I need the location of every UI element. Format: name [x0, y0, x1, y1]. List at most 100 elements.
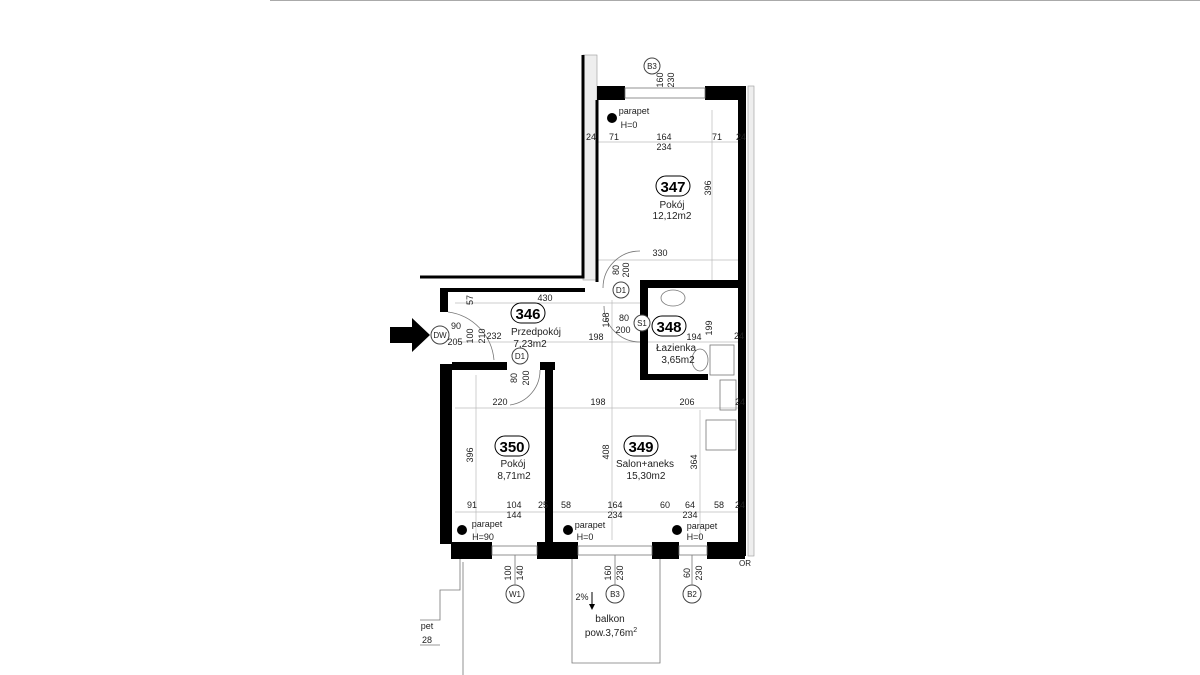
door-swings — [447, 250, 641, 406]
svg-text:24: 24 — [735, 397, 745, 407]
marker-w1: W1 — [505, 584, 525, 604]
room-area: 15,30m2 — [627, 471, 666, 482]
svg-text:parapet: parapet — [687, 521, 718, 531]
svg-text:364: 364 — [689, 454, 699, 469]
room-name: Pokój — [500, 459, 525, 470]
svg-text:H=0: H=0 — [577, 532, 594, 542]
room-number: 348 — [656, 319, 681, 336]
svg-text:160: 160 — [603, 565, 613, 580]
svg-text:234: 234 — [682, 510, 697, 520]
svg-text:234: 234 — [656, 142, 671, 152]
opening-markers: B3 D1 DW D1 S1 W1 B3 B2 — [430, 57, 702, 604]
svg-text:232: 232 — [486, 331, 501, 341]
svg-text:DW: DW — [433, 331, 447, 340]
svg-text:164: 164 — [656, 132, 671, 142]
svg-text:71: 71 — [712, 132, 722, 142]
svg-text:H=0: H=0 — [687, 532, 704, 542]
balcony[interactable]: 2% balkon pow.3,76m2 — [575, 592, 637, 639]
svg-text:230: 230 — [666, 72, 676, 87]
room-349[interactable]: 349 Salon+aneks 15,30m2 — [616, 435, 674, 482]
room-346[interactable]: 346 Przedpokój 7,23m2 — [510, 302, 561, 350]
svg-text:210: 210 — [477, 328, 487, 343]
room-area: 12,12m2 — [653, 211, 692, 222]
svg-text:24: 24 — [735, 500, 745, 510]
room-area: 7,23m2 — [513, 339, 547, 350]
svg-text:91: 91 — [467, 500, 477, 510]
walls — [420, 54, 755, 675]
marker-d1-top: D1 — [612, 281, 630, 299]
svg-text:198: 198 — [590, 397, 605, 407]
svg-text:408: 408 — [601, 444, 611, 459]
svg-text:B3: B3 — [610, 590, 620, 599]
svg-text:396: 396 — [465, 447, 475, 462]
svg-text:205: 205 — [447, 337, 462, 347]
svg-text:parapet: parapet — [619, 106, 650, 116]
room-area: 3,65m2 — [661, 355, 695, 366]
marker-b3-top: B3 — [643, 57, 661, 75]
svg-text:198: 198 — [588, 332, 603, 342]
svg-text:100: 100 — [465, 328, 475, 343]
edge-note: pet — [421, 621, 434, 631]
room-name: Pokój — [659, 200, 684, 211]
svg-text:H=90: H=90 — [472, 532, 494, 542]
svg-text:396: 396 — [703, 180, 713, 195]
svg-text:58: 58 — [714, 500, 724, 510]
room-number: 346 — [515, 306, 540, 323]
room-number: 350 — [499, 439, 524, 456]
svg-text:80: 80 — [509, 373, 519, 383]
dimension-labels: 160 230 24 71 164 71 24 234 396 330 80 2… — [447, 72, 746, 585]
entry-arrow-icon — [390, 318, 430, 352]
svg-text:24: 24 — [734, 331, 744, 341]
svg-text:parapet: parapet — [472, 519, 503, 529]
svg-text:W1: W1 — [509, 590, 522, 599]
svg-text:206: 206 — [679, 397, 694, 407]
marker-dw: DW — [430, 325, 450, 345]
marker-b3-bottom: B3 — [605, 584, 625, 604]
svg-text:S1: S1 — [637, 319, 647, 328]
room-number: 349 — [628, 439, 653, 456]
room-number: 347 — [660, 179, 685, 196]
svg-text:58: 58 — [561, 500, 571, 510]
svg-text:430: 430 — [537, 293, 552, 303]
dimension-lines — [455, 110, 738, 540]
room-name: Łazienka — [656, 343, 696, 354]
balcony-area: pow.3,76m2 — [585, 627, 637, 639]
svg-text:64: 64 — [685, 500, 695, 510]
svg-text:144: 144 — [506, 510, 521, 520]
svg-text:200: 200 — [621, 262, 631, 277]
room-area: 8,71m2 — [497, 471, 531, 482]
svg-text:57: 57 — [465, 295, 475, 305]
svg-text:200: 200 — [521, 370, 531, 385]
svg-text:60: 60 — [682, 568, 692, 578]
corner-note: OR — [739, 559, 751, 568]
svg-text:100: 100 — [503, 565, 513, 580]
room-350[interactable]: 350 Pokój 8,71m2 — [494, 435, 531, 482]
svg-text:71: 71 — [609, 132, 619, 142]
room-347[interactable]: 347 Pokój 12,12m2 — [653, 175, 692, 222]
svg-text:25: 25 — [538, 500, 548, 510]
room-name: Salon+aneks — [616, 459, 674, 470]
svg-text:B2: B2 — [687, 590, 697, 599]
room-348[interactable]: 348 Łazienka 3,65m2 — [651, 315, 696, 366]
svg-text:199: 199 — [704, 320, 714, 335]
svg-text:330: 330 — [652, 248, 667, 258]
svg-text:140: 140 — [515, 565, 525, 580]
svg-text:24: 24 — [586, 132, 596, 142]
svg-text:230: 230 — [694, 565, 704, 580]
svg-text:234: 234 — [607, 510, 622, 520]
svg-text:164: 164 — [607, 500, 622, 510]
svg-text:160: 160 — [655, 72, 665, 87]
svg-text:194: 194 — [686, 332, 701, 342]
svg-text:24: 24 — [736, 132, 746, 142]
svg-text:60: 60 — [660, 500, 670, 510]
svg-text:104: 104 — [506, 500, 521, 510]
svg-text:220: 220 — [492, 397, 507, 407]
room-name: Przedpokój — [511, 327, 561, 338]
marker-s1: S1 — [633, 314, 651, 332]
svg-text:90: 90 — [451, 321, 461, 331]
svg-text:parapet: parapet — [575, 520, 606, 530]
marker-d1-hall: D1 — [511, 347, 529, 365]
